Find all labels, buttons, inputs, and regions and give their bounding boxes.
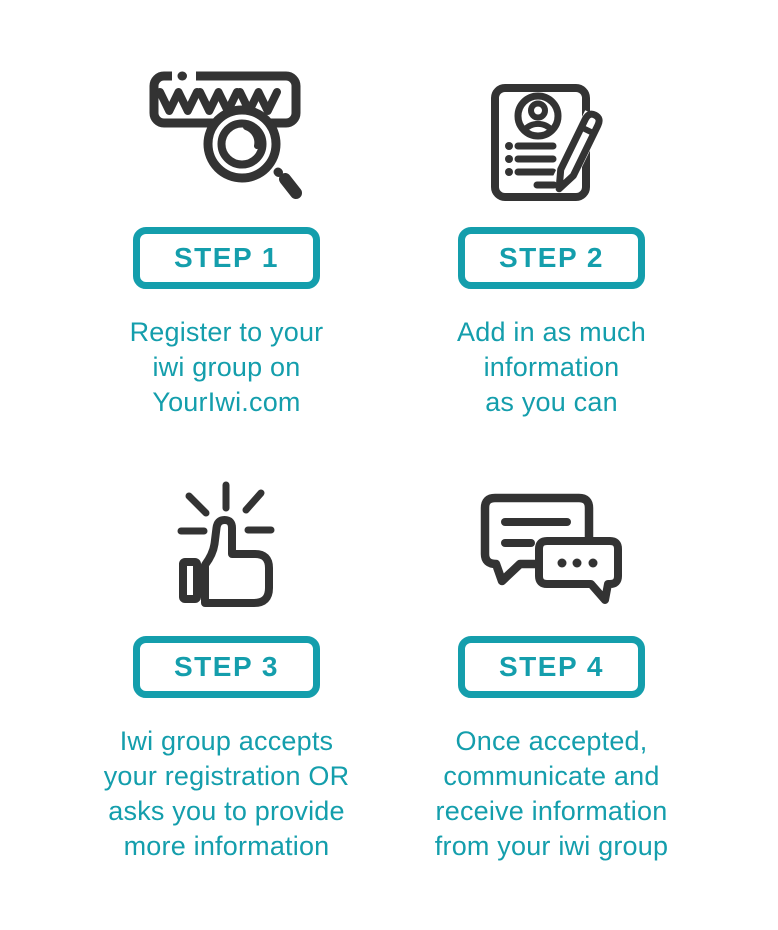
caption-line: Iwi group accepts (119, 726, 334, 756)
step-4-badge: STEP 4 (458, 636, 645, 698)
thumbs-up-icon (64, 471, 389, 611)
caption-line: as you can (485, 387, 618, 417)
caption-line: information (483, 352, 620, 382)
step-2-badge: STEP 2 (458, 227, 645, 289)
step-4-caption: Once accepted, communicate and receive i… (435, 724, 668, 864)
step-4-badge-label: STEP 4 (499, 651, 604, 682)
www-search-icon (64, 62, 389, 202)
caption-line: communicate and (443, 761, 660, 791)
step-2-caption: Add in as much information as you can (457, 315, 646, 420)
step-2: STEP 2 Add in as much information as you… (389, 62, 714, 420)
step-1-caption: Register to your iwi group on YourIwi.co… (130, 315, 324, 420)
step-3-badge-label: STEP 3 (174, 651, 279, 682)
caption-line: asks you to provide (108, 796, 345, 826)
steps-grid: STEP 1 Register to your iwi group on You… (64, 62, 714, 864)
caption-line: YourIwi.com (152, 387, 301, 417)
step-3: STEP 3 Iwi group accepts your registrati… (64, 471, 389, 864)
step-4: STEP 4 Once accepted, communicate and re… (389, 471, 714, 864)
caption-line: more information (123, 831, 330, 861)
step-1: STEP 1 Register to your iwi group on You… (64, 62, 389, 420)
caption-line: Register to your (129, 317, 324, 347)
caption-line: your registration OR (103, 761, 350, 791)
caption-line: Add in as much (457, 317, 646, 347)
step-3-badge: STEP 3 (133, 636, 320, 698)
caption-line: receive information (435, 796, 668, 826)
caption-line: iwi group on (152, 352, 301, 382)
step-1-badge: STEP 1 (133, 227, 320, 289)
step-3-caption: Iwi group accepts your registration OR a… (104, 724, 350, 864)
step-1-badge-label: STEP 1 (174, 242, 279, 273)
caption-line: from your iwi group (434, 831, 669, 861)
chat-bubbles-icon (389, 471, 714, 611)
step-2-badge-label: STEP 2 (499, 242, 604, 273)
caption-line: Once accepted, (455, 726, 648, 756)
registration-form-icon (389, 62, 714, 202)
